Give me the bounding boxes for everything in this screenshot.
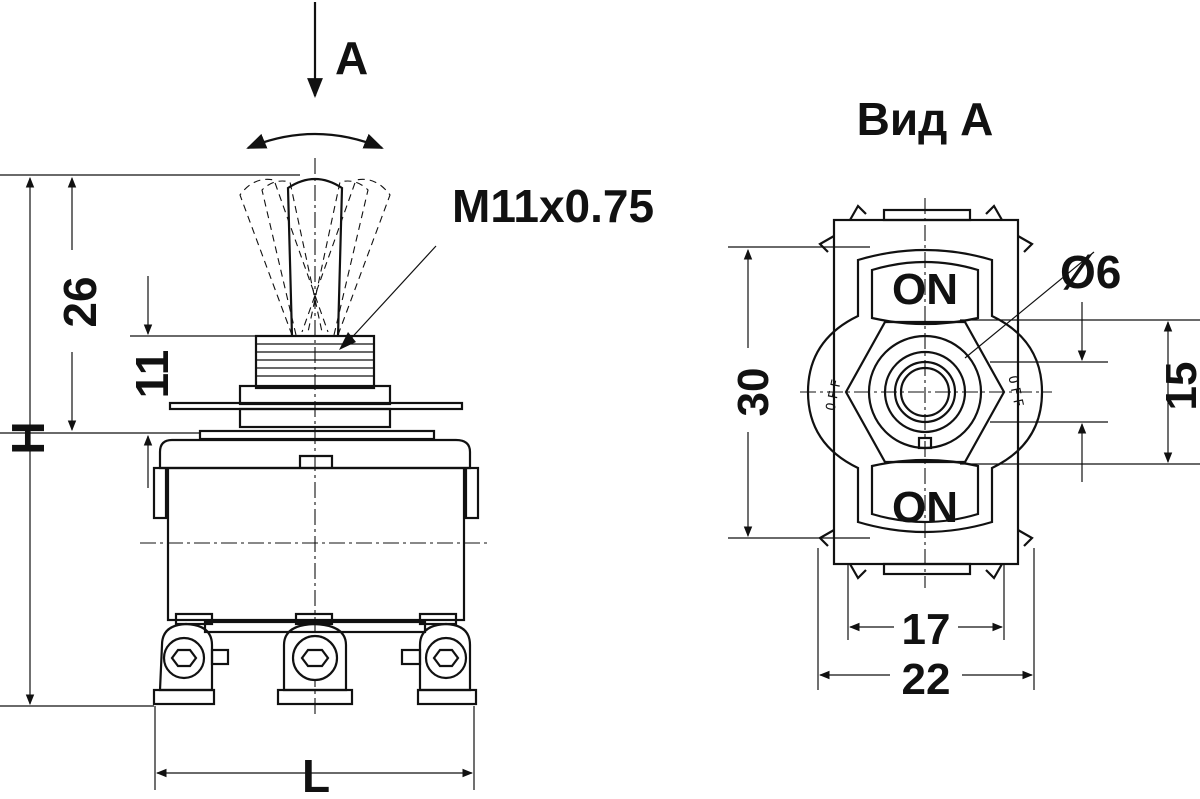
top-view-title: Вид А: [857, 93, 994, 145]
side-view: A: [0, 2, 654, 799]
dim-toggle-label: 26: [54, 276, 106, 327]
dim-17-label: 17: [902, 605, 951, 654]
dim-length-label: L: [302, 750, 330, 799]
toggle-alt-positions: [239, 178, 391, 336]
side-extension-lines: [0, 174, 475, 790]
thread-label: M11x0.75: [452, 180, 654, 232]
thread-leader: [344, 245, 437, 346]
toggle-lever: [286, 177, 344, 337]
base-plate: [198, 429, 436, 441]
view-arrow-label: A: [335, 32, 368, 84]
off-label-left: OFF: [824, 374, 846, 412]
dim-22-label: 22: [902, 655, 951, 704]
dim-15-label: 15: [1157, 362, 1200, 411]
housing-bottom-tab: [882, 562, 972, 576]
dim-diameter-label: Ø6: [1060, 246, 1121, 298]
dim-bushing-label: 11: [126, 350, 178, 399]
dimension-15-extensions: [960, 319, 1200, 465]
screw-terminals: [152, 612, 478, 706]
thread-leader-arrowhead: [339, 332, 356, 350]
off-label-right: OFF: [1004, 374, 1026, 412]
dim-30-label: 30: [729, 368, 778, 417]
switch-body: [140, 438, 488, 622]
hex-nut: [844, 320, 1006, 464]
toggle-swing-arrow: [246, 132, 384, 150]
dimension-17-extensions: [847, 564, 1005, 640]
dimension-22-extensions: [817, 548, 1035, 690]
dim-height-label: H: [2, 421, 54, 454]
threaded-bushing: [254, 334, 376, 390]
top-view: Вид А ON ON OFF OFF: [728, 93, 1200, 704]
diameter-leader: [964, 251, 1095, 359]
dimension-30-extensions: [728, 246, 870, 539]
lower-nut: [238, 407, 392, 429]
housing-top-tab: [882, 208, 972, 222]
